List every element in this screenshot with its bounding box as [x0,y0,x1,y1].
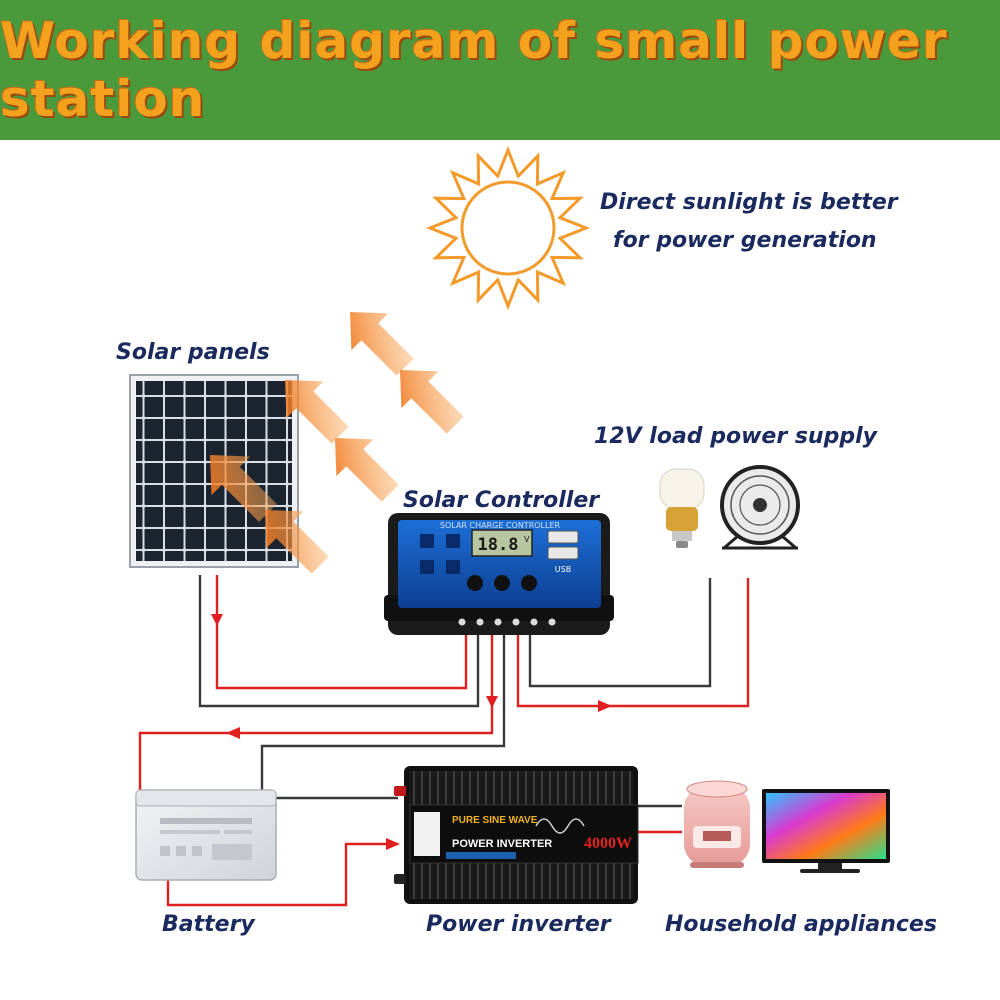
wire-load-positive [516,578,750,708]
arrow-down-controller [486,696,498,708]
wire-battery-positive [138,635,494,790]
sunlight-arrow-icon [210,455,277,522]
title-banner [0,0,1000,140]
arrow-down-panel [211,614,223,626]
solar-controller [384,513,614,635]
solar-panels-label: Solar panels [116,340,270,365]
battery [135,789,277,881]
appliances-label: Household appliances [665,912,937,937]
sunlight-arrow-icon [400,370,464,434]
page-title: Working diagram of small power station [0,12,948,128]
current-arrows [211,614,612,850]
wire-panel-positive [215,575,468,690]
inverter-tag: PURE SINE WAVE [452,815,538,826]
fan-icon [720,465,800,550]
arrow-right-load [598,700,612,712]
wire-battery-negative [260,635,506,790]
sunlight-arrow-icon [335,438,399,502]
inverter-power: 4000W [584,835,632,852]
controller-usb-label: USB [555,565,571,574]
sunlight-arrow-icon [350,312,414,376]
sun-rays [425,145,591,311]
sunlight-note-line1: Direct sunlight is better [600,190,898,215]
battery-label: Battery [162,912,255,937]
wire-panel-negative [198,575,480,708]
wire-network [138,575,750,907]
arrow-left-battery [226,727,240,739]
sunlight-arrow-icon [285,380,349,444]
controller-display-unit: V [524,535,530,544]
sunlight-arrow-icon [265,510,329,574]
controller-header: SOLAR CHARGE CONTROLLER [440,521,561,530]
inverter-name: POWER INVERTER [452,838,552,850]
load-label: 12V load power supply [594,424,877,449]
wire-inverter-positive [166,842,398,907]
rice-cooker-icon [684,780,750,868]
wire-load-negative [528,578,712,688]
arrow-right-inverter [386,838,400,850]
power-inverter [394,766,639,904]
controller-display-value: 18.8 [478,535,519,555]
sun-icon [425,145,591,311]
controller-label: Solar Controller [403,488,600,513]
tv-icon [762,789,890,873]
bulb-icon [659,468,705,548]
sunlight-note-line2: for power generation [613,228,877,253]
inverter-label: Power inverter [426,912,611,937]
